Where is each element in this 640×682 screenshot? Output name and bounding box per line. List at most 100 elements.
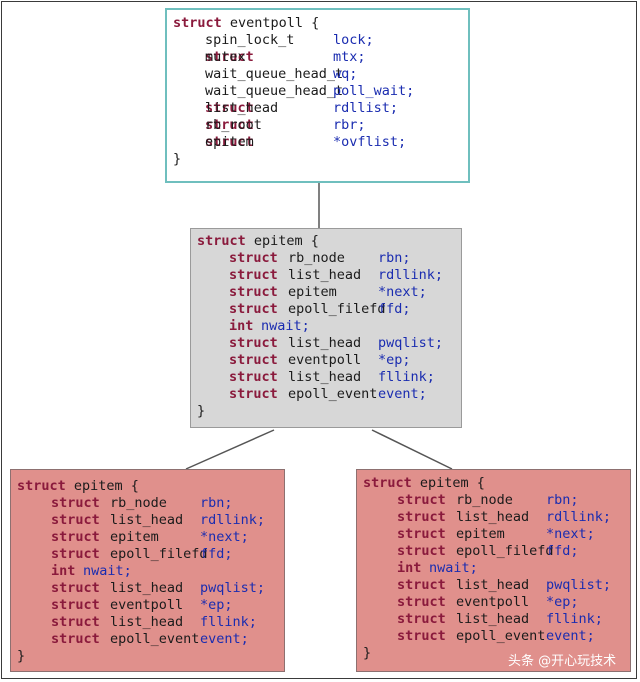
field-keyword: struct: [51, 512, 100, 528]
field-keyword: struct: [51, 529, 100, 545]
field-keyword: struct: [229, 250, 278, 266]
field-keyword: struct: [229, 352, 278, 368]
connector-mid-left: [185, 429, 275, 470]
field-keyword: struct: [397, 577, 446, 593]
field-name: rdllink;: [200, 512, 266, 528]
field-name: rbn;: [378, 250, 411, 266]
field-keyword: struct: [51, 580, 100, 596]
field-name: event;: [546, 628, 595, 644]
field-keyword: struct: [229, 369, 278, 385]
field-type: list_head: [110, 512, 184, 528]
field-name: pwqlist;: [546, 577, 612, 593]
field-keyword: struct: [51, 597, 100, 613]
field-type: eventpoll: [288, 352, 362, 368]
field-keyword: struct: [397, 543, 446, 559]
struct-header: struct eventpoll {: [173, 15, 320, 31]
field-name: *next;: [378, 284, 427, 300]
struct-header: struct epitem {: [17, 478, 139, 494]
field-type: eventpoll: [456, 594, 530, 610]
field-keyword: int: [397, 560, 422, 576]
field-name: nwait;: [261, 318, 310, 334]
struct-closing-brace: }: [17, 648, 26, 664]
field-type: epitem: [110, 529, 159, 545]
field-name: *ep;: [200, 597, 233, 613]
field-name: nwait;: [83, 563, 132, 579]
field-keyword: struct: [397, 594, 446, 610]
field-keyword: struct: [229, 386, 278, 402]
struct-header: struct epitem {: [197, 233, 319, 249]
struct-header: struct epitem {: [363, 475, 485, 491]
field-name: fllink;: [200, 614, 257, 630]
field-name: ffd;: [378, 301, 411, 317]
field-name: fllink;: [378, 369, 435, 385]
field-type: rb_root: [205, 117, 262, 133]
field-type: epoll_event: [110, 631, 200, 647]
field-keyword: struct: [205, 49, 254, 65]
field-name: nwait;: [429, 560, 478, 576]
field-type: list_head: [205, 100, 279, 116]
field-keyword: struct: [205, 100, 254, 116]
field-name: pwqlist;: [200, 580, 266, 596]
field-name: ffd;: [546, 543, 579, 559]
field-type: list_head: [456, 611, 530, 627]
field-keyword: struct: [51, 631, 100, 647]
field-name: mtx;: [333, 49, 366, 65]
field-keyword: struct: [397, 509, 446, 525]
field-keyword: int: [51, 563, 76, 579]
field-type: list_head: [288, 267, 362, 283]
field-name: rbr;: [333, 117, 366, 133]
struct-eventpoll-box: struct eventpoll {spin_lock_t lock; struct…: [165, 8, 470, 183]
field-type: list_head: [288, 369, 362, 385]
field-type: spin_lock_t: [205, 32, 295, 48]
field-keyword: struct: [397, 526, 446, 542]
field-keyword: struct: [51, 614, 100, 630]
field-type: wait_queue_head_t: [205, 83, 344, 99]
field-name: rdllink;: [378, 267, 444, 283]
field-type: list_head: [288, 335, 362, 351]
field-keyword: struct: [229, 301, 278, 317]
field-name: *next;: [200, 529, 249, 545]
field-keyword: struct: [205, 134, 254, 150]
field-name: rbn;: [546, 492, 579, 508]
field-type: wait_queue_head_t: [205, 66, 344, 82]
field-type: list_head: [110, 614, 184, 630]
connector-mid-right: [371, 429, 453, 470]
field-keyword: struct: [397, 492, 446, 508]
field-name: *ep;: [378, 352, 411, 368]
field-name: *ovflist;: [333, 134, 407, 150]
field-type: list_head: [110, 580, 184, 596]
watermark-text: 头条 @开心玩技术: [508, 654, 617, 669]
field-keyword: struct: [229, 267, 278, 283]
field-keyword: struct: [229, 335, 278, 351]
field-type: epoll_filefd: [288, 301, 386, 317]
field-type: epitem: [205, 134, 254, 150]
field-name: poll_wait;: [333, 83, 415, 99]
field-type: list_head: [456, 509, 530, 525]
field-type: epoll_event: [288, 386, 378, 402]
field-type: epoll_event: [456, 628, 546, 644]
field-type: list_head: [456, 577, 530, 593]
field-name: wq;: [333, 66, 358, 82]
field-keyword: struct: [51, 546, 100, 562]
field-type: rb_node: [456, 492, 513, 508]
struct-closing-brace: }: [197, 403, 206, 419]
field-type: epitem: [288, 284, 337, 300]
field-keyword: struct: [397, 628, 446, 644]
field-name: event;: [200, 631, 249, 647]
field-keyword: struct: [397, 611, 446, 627]
field-keyword: int: [229, 318, 254, 334]
field-name: ffd;: [200, 546, 233, 562]
field-type: mutex: [205, 49, 246, 65]
struct-closing-brace: }: [173, 151, 182, 167]
field-name: lock;: [333, 32, 374, 48]
field-name: rdllink;: [546, 509, 612, 525]
field-name: pwqlist;: [378, 335, 444, 351]
field-keyword: struct: [51, 495, 100, 511]
field-type: rb_node: [288, 250, 345, 266]
field-keyword: struct: [205, 117, 254, 133]
field-name: rbn;: [200, 495, 233, 511]
